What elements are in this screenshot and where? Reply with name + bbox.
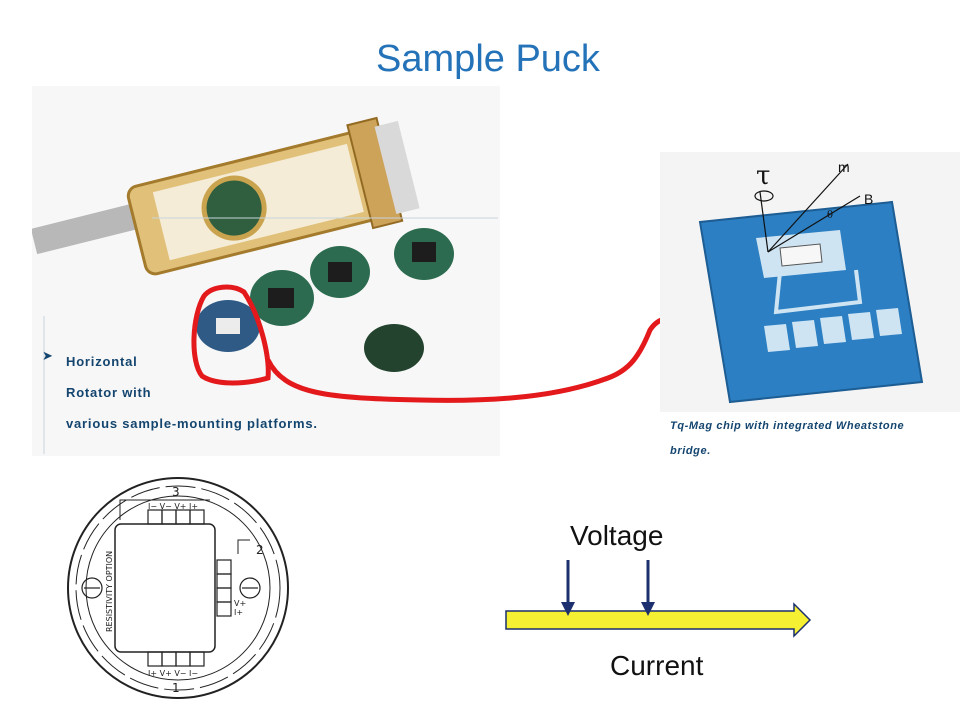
puck-top-pads [147,509,205,525]
chip-caption-line-1: Tq-Mag chip with integrated Wheatstone [670,420,905,432]
puck-right-pins-b: I+ [234,608,243,617]
sample-platform-2 [250,270,314,326]
chip-substrate [698,200,924,404]
puck-outer-ring [67,477,289,699]
current-voltage-schematic [505,560,812,638]
puck-bottom-pads [147,651,205,667]
bullet-arrow-icon: ➤ [42,348,53,363]
sample-platform-4 [394,228,454,280]
voltage-label: Voltage [570,520,664,551]
caption-line-1: Horizontal [66,354,138,369]
chip-contact-pads [764,308,902,352]
right-screw-icon [239,577,261,599]
puck-drawing: 3 I− V− V+ I+ 2 V+ I+ I+ V+ V− I− 1 RESI… [67,477,289,699]
chip-caption: Tq-Mag chip with integrated Wheatstone b… [670,414,940,464]
resistivity-option-label: RESISTIVITY OPTION [105,551,114,632]
slide-title: Sample Puck [376,38,600,80]
puck-right-pads [216,559,232,617]
field-label: B [864,191,873,207]
chip-caption-line-2: bridge. [670,445,711,457]
field-vector [767,195,861,253]
moment-label: m [838,159,850,175]
puck-top-number: 3 [172,485,180,499]
current-bar-arrow [505,602,812,638]
caption-line-3: various sample-mounting platforms. [66,416,318,431]
rotator-caption: Horizontal Rotator with various sample-m… [66,346,446,439]
puck-bottom-number: 1 [172,681,180,695]
left-screw-icon [81,577,103,599]
sample-platform-circled [196,300,260,352]
caption-line-2: Rotator with [66,385,152,400]
torque-symbol: τ [756,161,770,191]
torque-rotation-icon [754,190,774,202]
current-label: Current [610,650,704,681]
sample-platform-3 [310,246,370,298]
chip-photo: τ m B θ [660,152,960,412]
puck-bottom-pins: I+ V+ V− I− [148,669,198,678]
puck-right-pins-a: V+ [234,599,246,608]
puck-sample-area [114,523,216,653]
puck-right-number: 2 [256,543,264,557]
angle-label: θ [827,210,833,221]
rotator-rod [32,199,154,255]
rotator-photo: ➤ Horizontal Rotator with various sample… [32,86,500,456]
rotator-cage [126,116,420,276]
moment-vector [767,163,849,253]
puck-top-pins: I− V− V+ I+ [148,502,198,511]
